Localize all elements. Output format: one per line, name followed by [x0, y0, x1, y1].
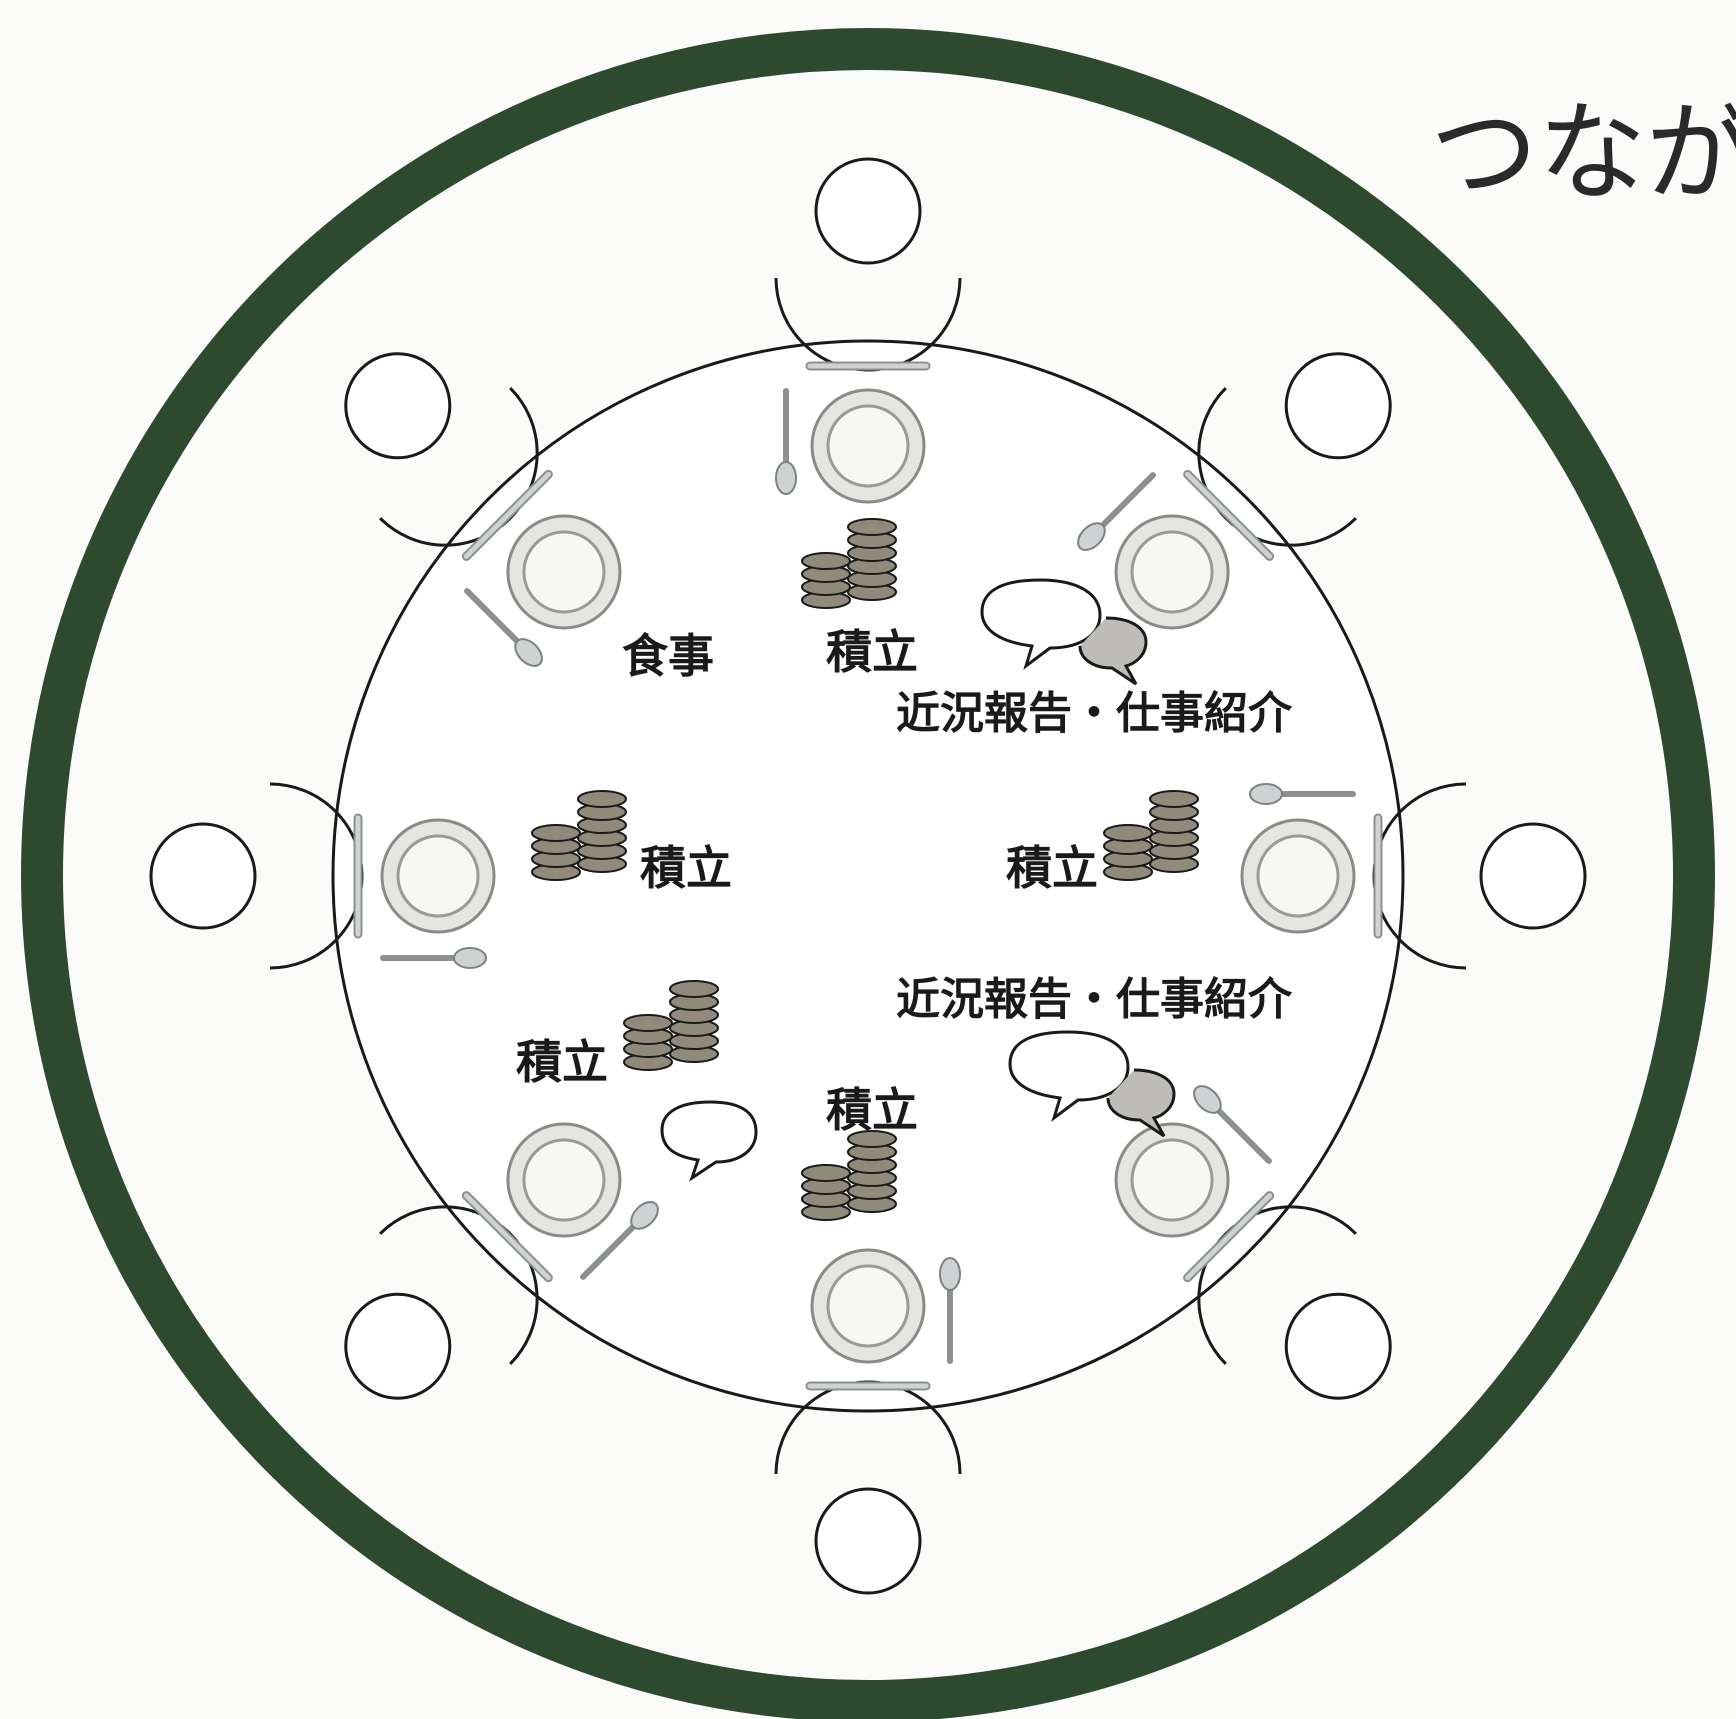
label-meal: 食事: [622, 629, 714, 683]
plate-icon: [1116, 516, 1228, 628]
plate-icon: [382, 820, 494, 932]
person-icon: [151, 784, 362, 968]
label-savings-lower-left: 積立: [516, 1035, 608, 1089]
page-title: つなが: [1430, 91, 1736, 216]
plate-icon: [1242, 820, 1354, 932]
person-icon: [776, 1382, 960, 1593]
person-icon: [1374, 784, 1585, 968]
label-savings-bottom: 積立: [826, 1083, 918, 1137]
label-savings-right: 積立: [1006, 841, 1098, 895]
plate-icon: [1116, 1124, 1228, 1236]
plate-icon: [812, 1250, 924, 1362]
label-report-lower: 近況報告・仕事紹介: [896, 974, 1293, 1025]
label-report-upper: 近況報告・仕事紹介: [896, 688, 1293, 739]
plate-icon: [508, 1124, 620, 1236]
label-savings-top: 積立: [826, 625, 918, 679]
label-savings-left: 積立: [640, 841, 732, 895]
plate-icon: [812, 390, 924, 502]
person-icon: [776, 159, 960, 370]
plate-icon: [508, 516, 620, 628]
